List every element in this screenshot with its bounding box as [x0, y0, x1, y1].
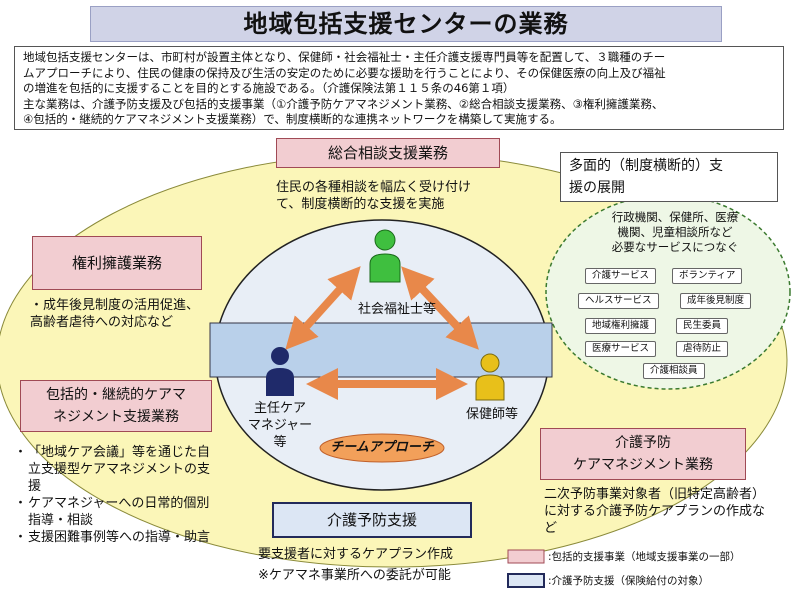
sogo-desc-line: て、制度横断的な支援を実施: [276, 197, 445, 212]
service-tag: ボランティア: [672, 268, 743, 284]
shunin-label-line: マネジャー: [247, 418, 313, 433]
shunin-label-line: 等: [273, 435, 287, 450]
person-yellow-icon: [475, 353, 505, 401]
sogo-label: 総合相談支援業務: [327, 144, 448, 162]
shakai-label: 社会福祉士等: [357, 302, 436, 317]
intro-line: ムアプローチにより、住民の健康の保持及び生活の安定のために必要な援助を行うことに…: [23, 65, 666, 80]
arrow-left: [285, 266, 361, 350]
legend-pink-label: :包括的支援事業（地域支援事業の一部）: [548, 551, 741, 563]
kenri-desc-line: 高齢者虐待への対応など: [30, 315, 174, 330]
yobo-mgmt-label: ケアマネジメント業務: [573, 457, 713, 473]
list-item: 支援困難事例等への指導・助言: [14, 529, 221, 546]
service-tag: 地域権利擁護: [585, 318, 657, 334]
hokatsu-list: 「地域ケア会議」等を通じた自立支援型ケアマネジメントの支援 ケアマネジャーへの日…: [14, 444, 221, 546]
page-title: 地域包括支援センターの業務: [90, 6, 722, 42]
service-tag: 虐待防止: [676, 341, 729, 357]
team-approach-label: チームアプローチ: [330, 440, 434, 455]
kenri-desc: ・成年後見制度の活用促進、 高齢者虐待への対応など: [30, 297, 230, 331]
yobo-mgmt-label: 介護予防: [615, 435, 671, 451]
yobo-shien-box: 介護予防支援: [272, 502, 472, 538]
person-navy-icon: [266, 347, 294, 396]
sogo-desc-line: 住民の各種相談を幅広く受け付け: [276, 180, 472, 195]
legend-blue-label: :介護予防支援（保険給付の対象）: [548, 575, 710, 587]
yobo-mgmt-desc: 二次予防事業対象者（旧特定高齢者）に対する介護予防ケアプランの作成など: [544, 487, 766, 536]
list-item: 「地域ケア会議」等を通じた自立支援型ケアマネジメントの支援: [14, 444, 221, 495]
shunin-label: 主任ケア マネジャー 等: [240, 400, 320, 451]
intro-line: の増進を包括的に支援することを目的とする施設である。（介護保険法第１１５条の46…: [23, 81, 515, 95]
intro-line: ④包括的・継続的ケアマネジメント支援業務）で、制度横断的な連携ネットワークを構築…: [23, 112, 562, 126]
kenri-label: 権利擁護業務: [71, 254, 162, 272]
hokatsu-label: ネジメント支援業務: [53, 409, 179, 425]
service-tag: 成年後見制度: [680, 293, 752, 309]
tamen-desc-line: 機関、児童相談所など: [617, 225, 733, 239]
arrow-right: [401, 266, 479, 350]
tamen-desc-line: 必要なサービスにつなぐ: [611, 240, 739, 254]
yobo-shien-label: 介護予防支援: [326, 511, 417, 529]
kenri-box: 権利擁護業務: [32, 236, 202, 290]
sogo-desc: 住民の各種相談を幅広く受け付け て、制度横断的な支援を実施: [276, 179, 536, 213]
service-tag: 民生委員: [676, 318, 729, 334]
kenri-desc-line: ・成年後見制度の活用促進、: [30, 298, 200, 313]
hokatsu-box: 包括的・継続的ケアマ ネジメント支援業務: [20, 380, 212, 432]
legend-pink-swatch: [507, 549, 545, 564]
yobo-shien-desc: 要支援者に対するケアプラン作成 ※ケアマネ事業所への委託が可能: [258, 546, 508, 584]
person-green-icon: [369, 229, 401, 283]
intro-line: 地域包括支援センターは、市町村が設置主体となり、保健師・社会福祉士・主任介護支援…: [23, 50, 666, 64]
tamen-desc: 行政機関、保健所、医療 機関、児童相談所など 必要なサービスにつなぐ: [590, 210, 760, 255]
yobo-shien-desc-line: 要支援者に対するケアプラン作成: [258, 547, 454, 562]
service-tag: ヘルスサービス: [578, 293, 659, 309]
tamen-label: 多面的（制度横断的）支: [569, 158, 723, 174]
sogo-box: 総合相談支援業務: [276, 138, 500, 168]
intro-line: 主な業務は、介護予防支援及び包括的支援事業（①介護予防ケアマネジメント業務、②総…: [23, 96, 664, 111]
list-item: ケアマネジャーへの日常的個別指導・相談: [14, 495, 221, 529]
tamen-desc-line: 行政機関、保健所、医療: [611, 210, 739, 224]
tamen-label: 援の展開: [569, 180, 625, 196]
service-tag: 医療サービス: [585, 341, 657, 357]
intro-text: 地域包括支援センターは、市町村が設置主体となり、保健師・社会福祉士・主任介護支援…: [14, 46, 784, 130]
blue-band: [209, 322, 553, 378]
team-approach-capsule: [319, 433, 445, 463]
service-tag: 介護相談員: [643, 363, 705, 379]
shunin-label-line: 主任ケア: [253, 401, 306, 416]
legend-blue-swatch: [507, 573, 545, 588]
network-circle: [545, 194, 791, 390]
service-tag: 介護サービス: [585, 268, 657, 284]
tamen-box: 多面的（制度横断的）支 援の展開: [560, 152, 778, 202]
hoken-label: 保健師等: [465, 407, 518, 422]
yobo-shien-desc-line: ※ケアマネ事業所への委託が可能: [258, 568, 451, 583]
yobo-mgmt-box: 介護予防 ケアマネジメント業務: [540, 428, 746, 480]
hokatsu-label: 包括的・継続的ケアマ: [46, 387, 186, 403]
